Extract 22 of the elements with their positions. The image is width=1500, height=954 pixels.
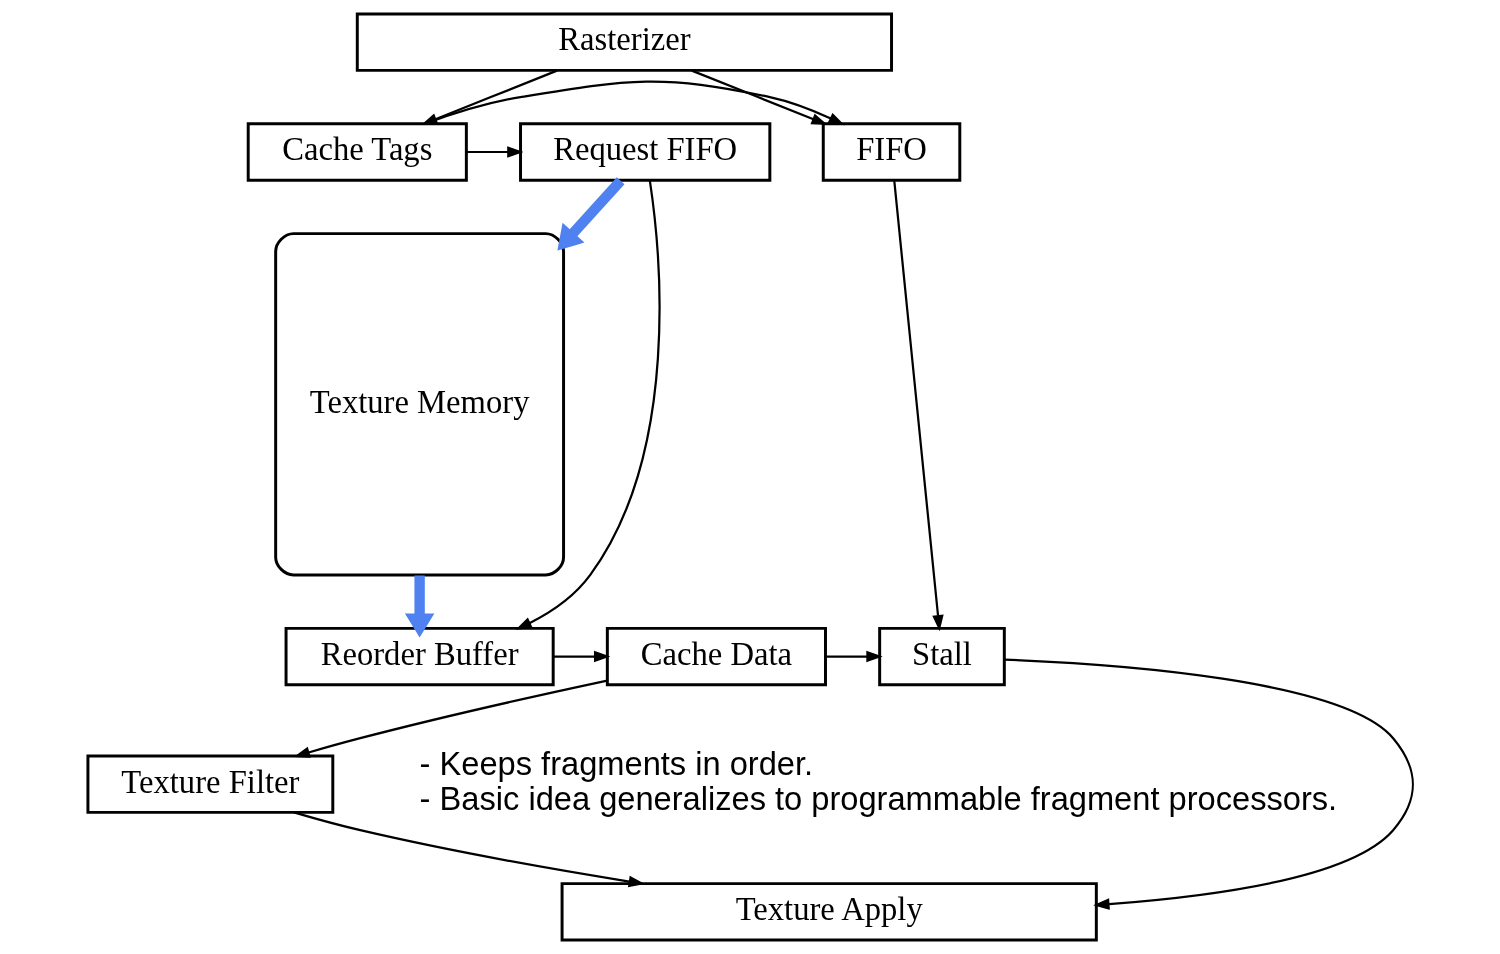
- node-box: Request FIFO: [518, 122, 771, 182]
- node-box: FIFO: [821, 122, 961, 182]
- arrow: [892, 180, 944, 632]
- arrow: [465, 146, 524, 158]
- arrow: [553, 650, 610, 663]
- node-box: Texture Apply: [560, 882, 1098, 942]
- node-box: Texture Filter: [85, 754, 334, 814]
- arrow: [825, 650, 883, 663]
- node-box: Cache Tags: [246, 122, 468, 182]
- arrow: [293, 679, 607, 758]
- arrow: [1004, 658, 1414, 910]
- node-box: Stall: [877, 626, 1006, 687]
- arrow: [690, 69, 828, 125]
- label: - Keeps fragments in order.: [419, 744, 813, 782]
- node-box: Rasterizer: [355, 12, 893, 72]
- arrow: [293, 811, 645, 888]
- node-box: Cache Data: [605, 626, 827, 687]
- arrow: [515, 180, 660, 630]
- arrow: [556, 177, 624, 251]
- node-box: Reorder Buffer: [284, 626, 555, 687]
- node-box: Texture Memory: [273, 232, 565, 577]
- arrow: [404, 575, 434, 638]
